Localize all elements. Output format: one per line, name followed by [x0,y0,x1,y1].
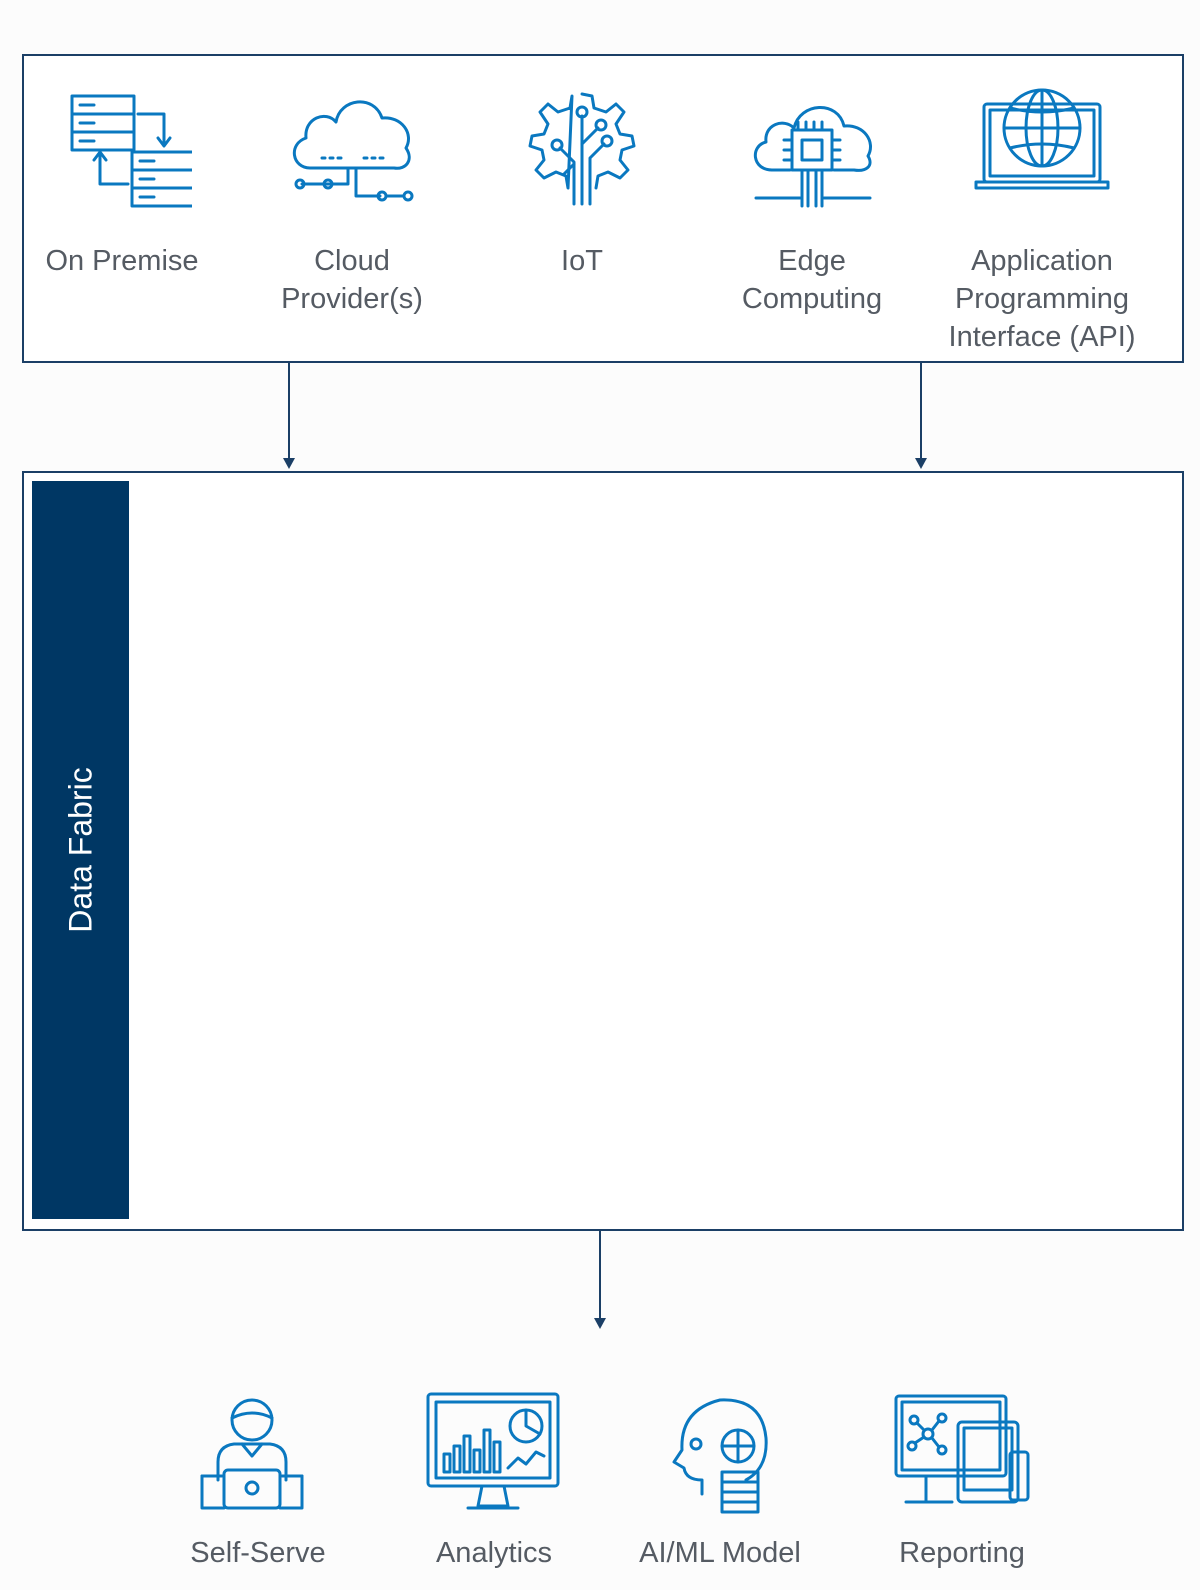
head-ai-icon [672,1398,768,1514]
output-label: Analytics [435,1537,553,1569]
output-label: Self-Serve [190,1537,326,1569]
source-edge-computing: Edge Computing [702,84,922,318]
data-sources-panel: On Premise Cloud Provider(s) [22,54,1184,363]
data-fabric-panel: Data Fabric [22,471,1184,1231]
source-on-premise: On Premise [12,84,232,280]
arrow-fabric-to-outputs [594,1231,606,1329]
output-label: AI/ML Model [639,1537,801,1569]
output-ai-ml-model: AI/ML Model [610,1390,830,1572]
source-label: IoT [561,245,603,277]
source-label: Application Programming Interface (API) [948,245,1136,353]
user-laptop-icon [200,1398,304,1510]
source-api: Application Programming Interface (API) [932,84,1152,356]
arrow-sources-to-fabric-left [283,363,295,469]
source-label: On Premise [45,245,199,277]
source-label: Edge Computing [741,245,883,315]
output-reporting: Reporting [852,1390,1072,1572]
laptop-globe-icon [974,88,1110,190]
output-analytics: Analytics [384,1390,604,1572]
server-transfer-icon [70,94,192,208]
arrow-sources-to-fabric-right [915,363,927,469]
source-cloud-providers: Cloud Provider(s) [242,84,462,318]
cloud-chip-icon [754,106,872,208]
cloud-network-icon [293,100,414,202]
devices-network-icon [894,1394,1030,1504]
output-label: Reporting [899,1537,1025,1569]
data-fabric-sidebar: Data Fabric [32,481,129,1219]
output-self-serve: Self-Serve [148,1390,368,1572]
data-fabric-label: Data Fabric [62,767,98,933]
gear-circuit-icon [528,92,636,206]
source-label: Cloud Provider(s) [281,245,423,315]
source-iot: IoT [472,84,692,280]
monitor-chart-icon [426,1392,560,1510]
